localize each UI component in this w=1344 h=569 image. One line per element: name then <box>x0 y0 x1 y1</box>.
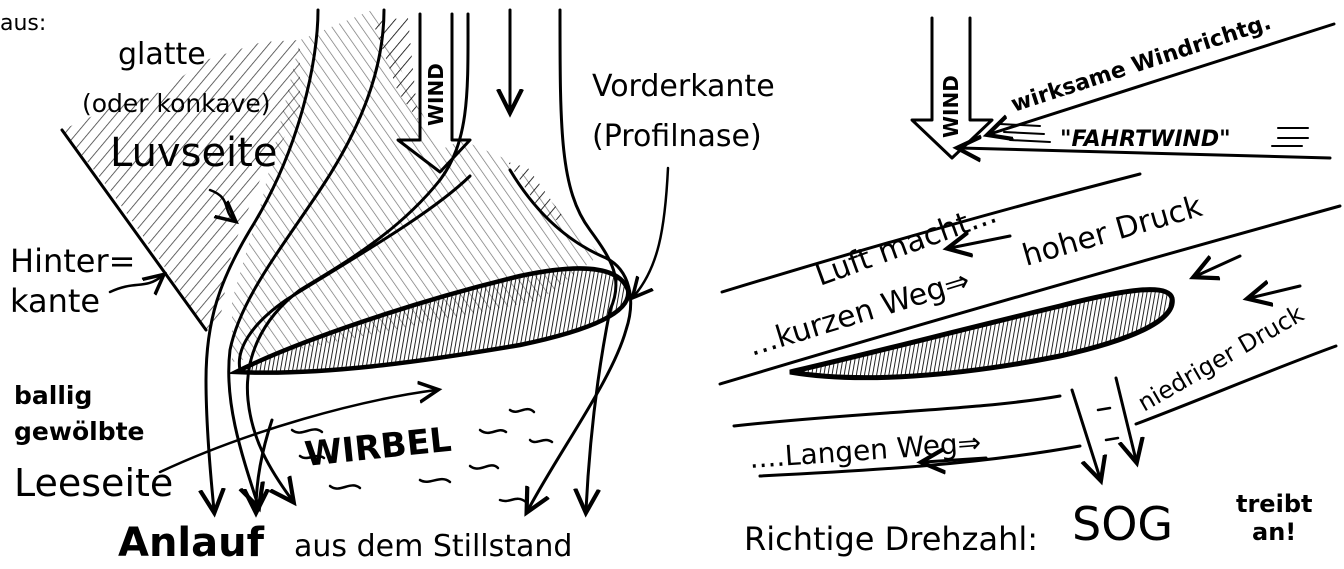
drives-label-2: an! <box>1252 518 1296 546</box>
convex-label-2: gewölbte <box>14 417 145 446</box>
long-path-label: ....Langen Weg⇒ <box>748 426 982 475</box>
lower-flow-line <box>734 396 1060 426</box>
leeward-label: Leeseite <box>14 461 173 505</box>
left-panel: WIND aus: glatte (oder konkave) Luvseite… <box>0 10 775 564</box>
smooth-label: glatte <box>118 37 206 72</box>
drives-label-1: treibt <box>1236 490 1312 518</box>
trailing-edge-label-2: kante <box>10 282 100 320</box>
suction-arrow-1 <box>1072 390 1100 478</box>
incoming-flow-arrow-2 <box>1250 286 1300 298</box>
suction-arrow-2 <box>1116 378 1136 460</box>
suction-label: SOG <box>1072 497 1173 551</box>
incoming-flow-arrow <box>1196 256 1240 276</box>
vortex-label: WIRBEL <box>303 420 454 475</box>
right-panel: WIND wirksame Windrichtg. "FAHRTWIND" Lu… <box>720 10 1340 558</box>
prefix-label: aus: <box>0 11 46 36</box>
concave-label: (oder konkave) <box>82 89 271 118</box>
standstill-label: aus dem Stillstand <box>294 529 572 564</box>
effective-wind-label: wirksame Windrichtg. <box>1008 10 1274 118</box>
wind-label-right: WIND <box>939 75 963 138</box>
windward-label: Luvseite <box>110 130 277 176</box>
startup-label: Anlauf <box>118 520 265 564</box>
profile-nose-label: (Profilnase) <box>592 119 762 154</box>
head-wind-label: "FAHRTWIND" <box>1060 127 1231 152</box>
leading-edge-label: Vorderkante <box>592 69 775 104</box>
trailing-edge-label-1: Hinter= <box>10 242 135 280</box>
wind-label-left: WIND <box>424 63 448 126</box>
convex-label-1: ballig <box>14 381 92 410</box>
correct-speed-label: Richtige Drehzahl: <box>744 520 1038 558</box>
suction-ticks <box>1098 408 1118 440</box>
high-pressure-label: hoher Druck <box>1019 189 1207 274</box>
vorderkante-arrow <box>634 168 668 296</box>
effective-wind-arrow <box>990 24 1334 134</box>
